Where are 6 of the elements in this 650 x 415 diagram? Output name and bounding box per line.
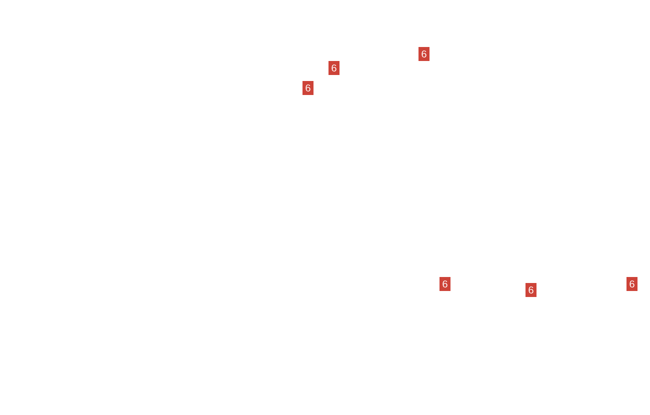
callout-number: 6 <box>526 283 536 297</box>
callout-number: 6 <box>302 81 314 95</box>
callout-number: 6 <box>328 61 340 75</box>
callout-number: 6 <box>626 277 638 291</box>
callout-number: 6 <box>418 47 430 61</box>
callout-number: 6 <box>440 277 450 291</box>
